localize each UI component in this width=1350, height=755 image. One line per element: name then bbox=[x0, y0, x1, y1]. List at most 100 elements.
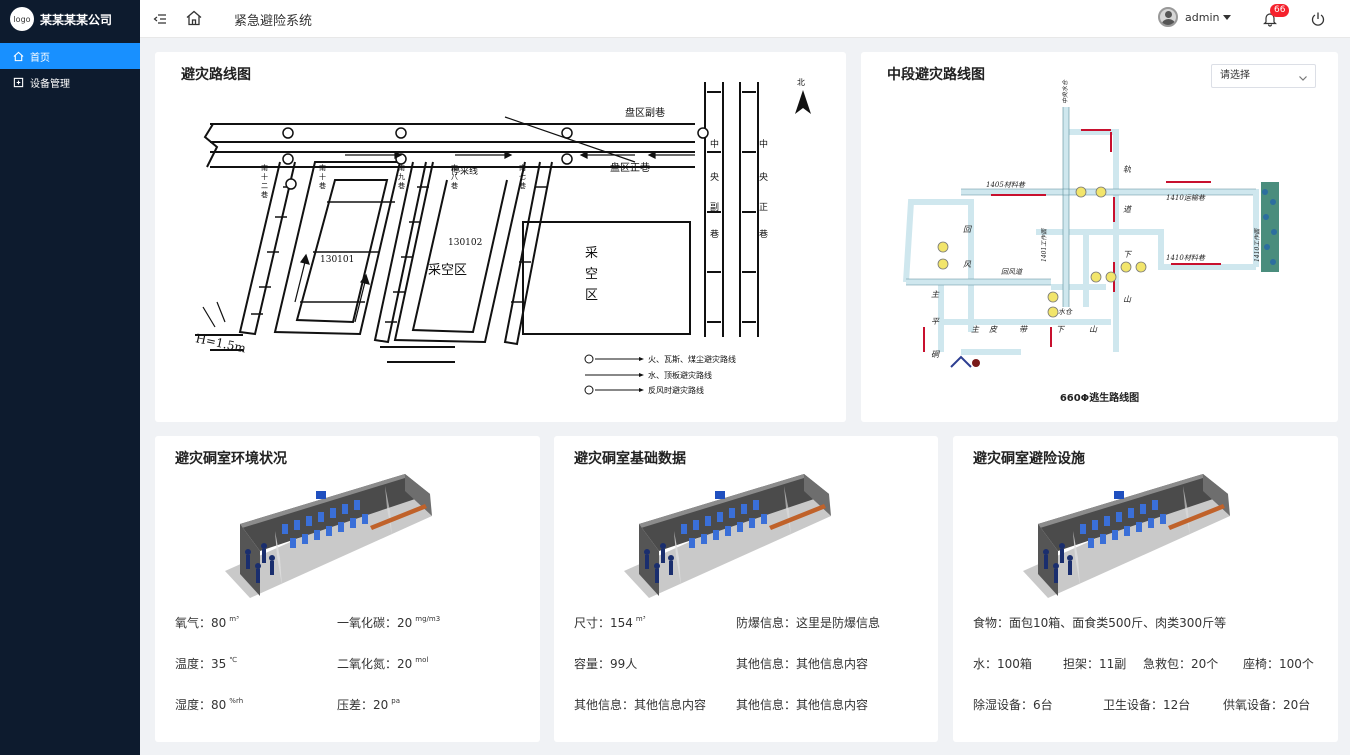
svg-text:130102: 130102 bbox=[448, 238, 482, 248]
food-info: 食物：面包10箱、面食类500斤、肉类300斤等 bbox=[973, 616, 1227, 630]
svg-text:七: 七 bbox=[519, 172, 526, 181]
svg-text:反风时避灾路线: 反风时避灾路线 bbox=[648, 385, 704, 395]
svg-text:南: 南 bbox=[451, 163, 458, 172]
route-map-card: 避灾路线图 bbox=[155, 52, 846, 422]
svg-text:正: 正 bbox=[759, 203, 768, 213]
logo: logo bbox=[10, 7, 34, 31]
water-info: 水：100箱 bbox=[973, 657, 1032, 671]
svg-text:央: 央 bbox=[759, 171, 768, 183]
svg-text:回: 回 bbox=[963, 225, 972, 234]
svg-text:盘区正巷: 盘区正巷 bbox=[610, 161, 650, 174]
svg-text:巷: 巷 bbox=[319, 182, 326, 190]
svg-text:十: 十 bbox=[261, 172, 268, 181]
svg-text:下: 下 bbox=[1056, 325, 1066, 334]
svg-text:道: 道 bbox=[1123, 205, 1132, 214]
sidebar: logo 某某某某公司 首页 设备管理 bbox=[0, 0, 140, 755]
oxygen-supply-info: 供氧设备：20台 bbox=[1223, 698, 1311, 712]
svg-text:中: 中 bbox=[710, 138, 719, 150]
menu-collapse-icon[interactable] bbox=[150, 9, 170, 29]
svg-text:下: 下 bbox=[1123, 250, 1133, 259]
svg-text:区: 区 bbox=[585, 288, 598, 303]
card-title: 中段避灾路线图 bbox=[887, 67, 985, 83]
card-title: 避灾硐室基础数据 bbox=[574, 451, 686, 467]
svg-text:130101: 130101 bbox=[320, 255, 354, 265]
svg-text:中央水仓: 中央水仓 bbox=[1061, 79, 1069, 104]
svg-text:火、瓦斯、煤尘避灾路线: 火、瓦斯、煤尘避灾路线 bbox=[648, 354, 736, 364]
home-icon[interactable] bbox=[184, 8, 204, 28]
svg-text:主: 主 bbox=[931, 290, 940, 299]
select-value: 请选择 bbox=[1220, 70, 1250, 81]
other-info: 其他信息：其他信息内容 bbox=[736, 657, 869, 671]
svg-text:水、顶板避灾路线: 水、顶板避灾路线 bbox=[648, 370, 712, 380]
power-icon[interactable] bbox=[1308, 9, 1328, 29]
home-icon bbox=[12, 50, 24, 62]
svg-text:1410材料巷: 1410材料巷 bbox=[1166, 254, 1206, 262]
svg-text:皮: 皮 bbox=[989, 325, 998, 334]
mid-route-diagram: 1405材料巷 1410运输巷 1410材料巷 回风道 水仓 中央水仓 1401… bbox=[903, 79, 1279, 368]
card-title: 避灾路线图 bbox=[181, 67, 251, 83]
svg-text:停采线: 停采线 bbox=[451, 165, 478, 177]
company-name: 某某某某公司 bbox=[40, 12, 113, 27]
svg-text:硐: 硐 bbox=[931, 350, 941, 359]
svg-text:巷: 巷 bbox=[451, 182, 458, 190]
user-menu[interactable]: admin bbox=[1158, 7, 1232, 27]
notification-badge: 66 bbox=[1270, 4, 1290, 17]
route-legend: 火、瓦斯、煤尘避灾路线 水、顶板避灾路线 反风时避灾路线 bbox=[584, 354, 736, 395]
diagram-caption: 660Φ逃生路线图 bbox=[1059, 393, 1140, 404]
facilities-card: 避灾硐室避险设施 食物：面包10箱、面食类500斤、肉类300斤等 水：100箱… bbox=[953, 436, 1338, 742]
svg-text:巷: 巷 bbox=[710, 229, 719, 240]
sidebar-item-home[interactable]: 首页 bbox=[0, 43, 140, 69]
card-title: 避灾硐室环境状况 bbox=[175, 451, 287, 467]
sidebar-item-label: 首页 bbox=[30, 52, 50, 64]
svg-text:南: 南 bbox=[261, 163, 268, 172]
shelter-illustration bbox=[1023, 474, 1230, 598]
svg-text:巷: 巷 bbox=[261, 191, 268, 199]
svg-text:十: 十 bbox=[319, 172, 326, 181]
svg-text:山: 山 bbox=[1123, 295, 1132, 304]
svg-text:巷: 巷 bbox=[519, 182, 526, 190]
card-title: 避灾硐室避险设施 bbox=[973, 451, 1085, 467]
svg-text:采: 采 bbox=[585, 246, 598, 261]
north-arrow-icon bbox=[795, 90, 811, 114]
explosion-info: 防爆信息：这里是防爆信息 bbox=[736, 616, 881, 630]
svg-text:风: 风 bbox=[963, 260, 972, 269]
system-title: 紧急避险系统 bbox=[234, 14, 313, 29]
avatar bbox=[1158, 7, 1178, 27]
first-aid-info: 急救包：20个 bbox=[1143, 657, 1219, 671]
user-name: admin bbox=[1185, 10, 1220, 24]
svg-text:盘区副巷: 盘区副巷 bbox=[625, 106, 665, 119]
svg-text:八: 八 bbox=[451, 173, 458, 181]
svg-text:平: 平 bbox=[931, 317, 940, 326]
capacity-value: 容量：99人 bbox=[574, 657, 638, 671]
sidebar-item-device[interactable]: 设备管理 bbox=[0, 69, 140, 95]
svg-text:带: 带 bbox=[1019, 325, 1029, 334]
humidity-value: 湿度：80%rh bbox=[175, 697, 244, 712]
svg-text:1410运输巷: 1410运输巷 bbox=[1166, 194, 1206, 202]
header: 紧急避险系统 admin 66 bbox=[140, 0, 1350, 38]
svg-text:南: 南 bbox=[519, 163, 526, 172]
svg-text:巷: 巷 bbox=[398, 182, 405, 190]
svg-text:巷: 巷 bbox=[759, 229, 768, 240]
dehumidifier-info: 除湿设备：6台 bbox=[973, 698, 1053, 712]
svg-text:空: 空 bbox=[585, 267, 598, 282]
chevron-down-icon bbox=[1223, 14, 1232, 20]
svg-text:二: 二 bbox=[261, 182, 268, 190]
route-map-diagram: 北 盘区副巷 盘区正巷 停采线 130101 130102 采空区 采 空 区 … bbox=[194, 78, 811, 395]
shelter-illustration bbox=[624, 474, 831, 598]
other-info: 其他信息：其他信息内容 bbox=[574, 698, 707, 712]
chevron-down-icon bbox=[1298, 70, 1308, 92]
brand: logo 某某某某公司 bbox=[0, 0, 140, 38]
svg-text:1405材料巷: 1405材料巷 bbox=[986, 181, 1026, 189]
svg-text:1401工作面: 1401工作面 bbox=[1040, 228, 1048, 262]
route-select[interactable]: 请选择 bbox=[1211, 64, 1316, 88]
device-icon bbox=[12, 76, 24, 88]
shelter-illustration bbox=[225, 474, 432, 598]
sidebar-item-label: 设备管理 bbox=[30, 78, 70, 90]
svg-text:南: 南 bbox=[398, 163, 405, 172]
